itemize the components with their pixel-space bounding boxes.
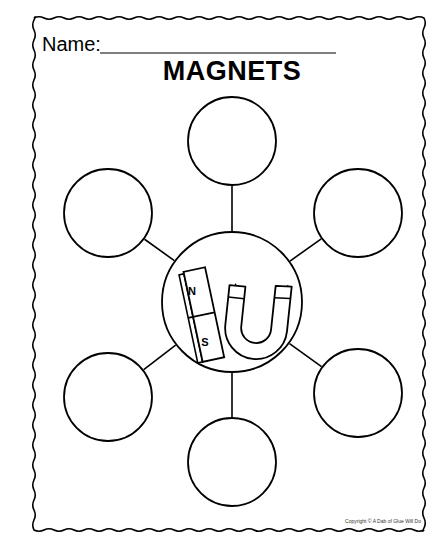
circle-shape bbox=[188, 418, 276, 506]
horseshoe-tip-left bbox=[228, 297, 244, 299]
web-connector bbox=[231, 373, 233, 417]
circle-outline bbox=[313, 348, 403, 438]
circle-shape bbox=[188, 97, 276, 185]
web-connector bbox=[290, 239, 321, 261]
name-label: Name: bbox=[42, 34, 101, 54]
circle-shape bbox=[64, 169, 152, 257]
copyright-note: Copyright © A Dab of Glue Will Do bbox=[345, 519, 421, 524]
circle-outline bbox=[63, 168, 153, 258]
web-circle bbox=[313, 168, 403, 258]
web-circle bbox=[187, 96, 277, 186]
circle-shape bbox=[314, 349, 402, 437]
horseshoe-tip-right bbox=[274, 297, 290, 300]
pole-label: S bbox=[201, 337, 208, 348]
web-circle bbox=[63, 352, 153, 442]
horseshoe-magnet bbox=[222, 279, 292, 362]
web-connector bbox=[144, 345, 176, 369]
circle-shape bbox=[64, 353, 152, 441]
web-circle bbox=[313, 348, 403, 438]
title: MAGNETS bbox=[163, 58, 302, 85]
bar-magnet-divider bbox=[188, 312, 214, 318]
web-connector bbox=[290, 344, 322, 367]
bar-magnet bbox=[179, 267, 225, 363]
circle-outline bbox=[313, 168, 403, 258]
web-circle bbox=[63, 168, 153, 258]
circle-shape bbox=[314, 169, 402, 257]
web-circle bbox=[187, 417, 277, 507]
circle-outline bbox=[187, 417, 277, 507]
circle-outline bbox=[161, 231, 303, 373]
web-connector bbox=[231, 186, 233, 231]
horseshoe-body bbox=[222, 280, 292, 362]
name-underline bbox=[100, 52, 336, 53]
circle-outline bbox=[63, 352, 153, 442]
wavy-border bbox=[33, 17, 426, 532]
pole-label: N bbox=[188, 286, 196, 297]
bar-magnet-face bbox=[184, 267, 225, 362]
circle-outline bbox=[187, 96, 277, 186]
circle-shape bbox=[162, 232, 302, 372]
web-connector bbox=[145, 239, 175, 260]
center-circle bbox=[161, 231, 303, 373]
